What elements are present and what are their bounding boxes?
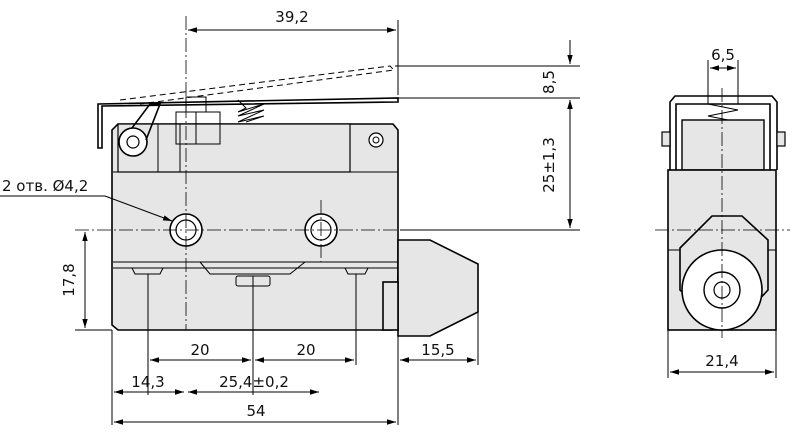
upper-housing xyxy=(117,123,351,173)
dim-6-5: 6,5 xyxy=(711,46,735,64)
dim-21-4: 21,4 xyxy=(705,352,738,370)
spring xyxy=(237,99,265,123)
dim-2otv: 2 отв. Ø4,2 xyxy=(2,177,88,195)
front-view xyxy=(75,16,479,337)
dim-25-4: 25,4±0,2 xyxy=(219,373,289,391)
dim-14-3: 14,3 xyxy=(131,373,164,391)
dim-20-right: 20 xyxy=(296,341,315,359)
dim-17-8: 17,8 xyxy=(60,263,78,296)
lever-pivot xyxy=(118,127,148,157)
dimensions-front: 39,2 8,5 25±1,3 2 отв. Ø4,2 17,8 20 20 xyxy=(0,8,580,425)
dim-25: 25±1,3 xyxy=(540,137,558,193)
dim-20-left: 20 xyxy=(190,341,209,359)
actuator-roller xyxy=(397,239,479,337)
dimensions-side: 6,5 21,4 xyxy=(667,46,777,378)
side-view xyxy=(655,88,790,338)
dim-54: 54 xyxy=(246,402,265,420)
dim-39-2: 39,2 xyxy=(275,8,308,26)
dim-15-5: 15,5 xyxy=(421,341,454,359)
dim-8-5: 8,5 xyxy=(540,70,558,94)
